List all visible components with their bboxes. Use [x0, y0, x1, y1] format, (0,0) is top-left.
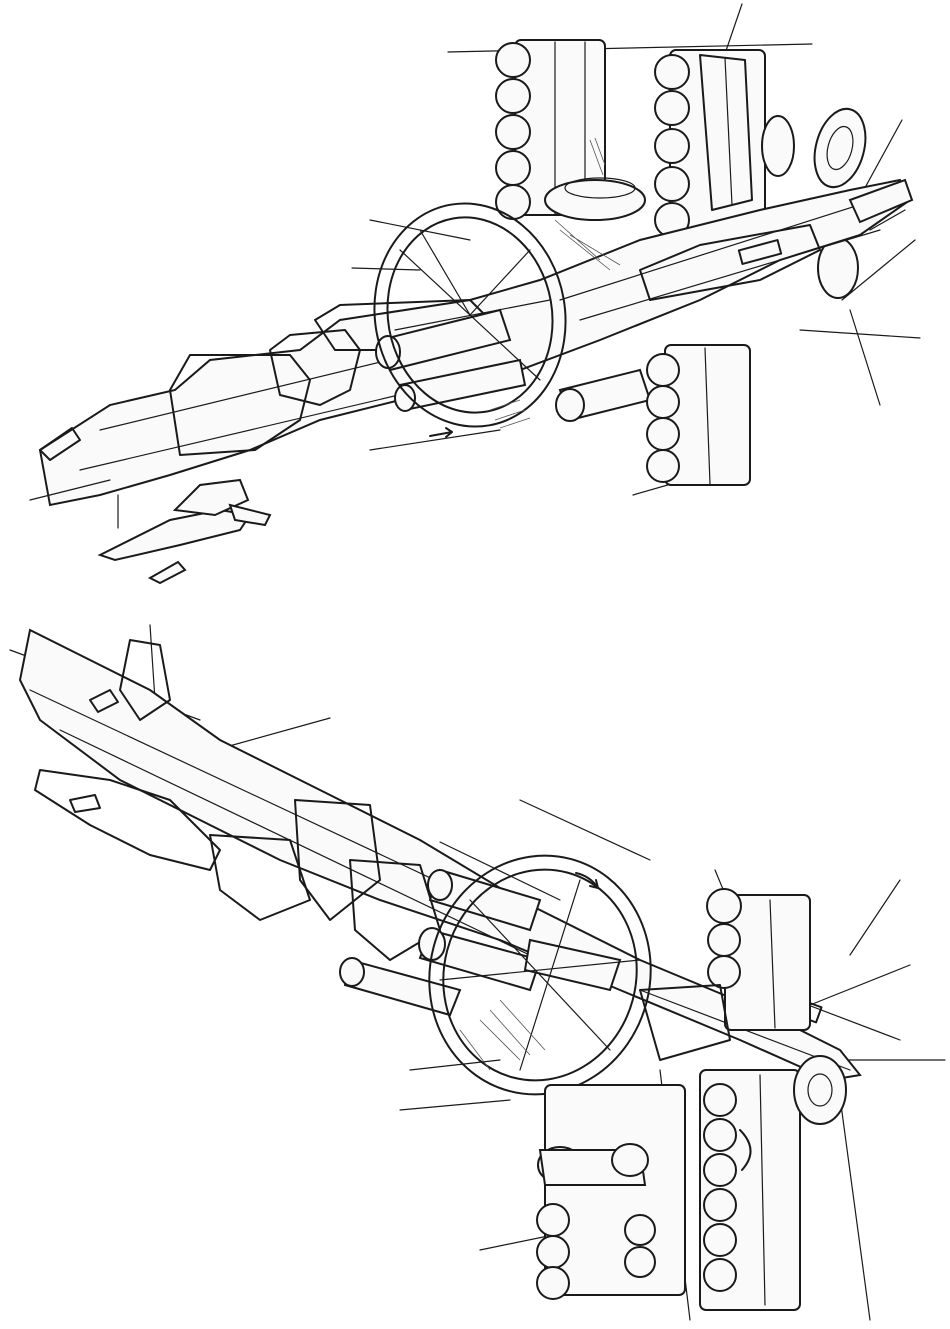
- rotating-ring-top: [373, 202, 567, 438]
- fuel-tank-rack-upper-left: [495, 39, 606, 220]
- fuel-tank-rack-lower-bottom: [536, 1069, 801, 1311]
- fuel-tank-rack-upper-right: [654, 49, 766, 241]
- sensor-dish-bottom: [793, 1055, 847, 1125]
- escort-fighters-top: [97, 478, 272, 585]
- rotating-ring-bottom: [428, 854, 652, 1096]
- central-dome-top: [544, 177, 646, 271]
- spaceship-view-top: [29, 3, 921, 585]
- engine-cylinders-bottom: [339, 868, 622, 1017]
- sensor-dish-top: [761, 107, 867, 299]
- fuel-tank-rack-right-bottom: [639, 888, 811, 1061]
- fuel-tank-rack-lower: [646, 344, 751, 486]
- spaceship-view-bottom: [9, 624, 946, 1321]
- engine-cylinders-top: [375, 178, 914, 422]
